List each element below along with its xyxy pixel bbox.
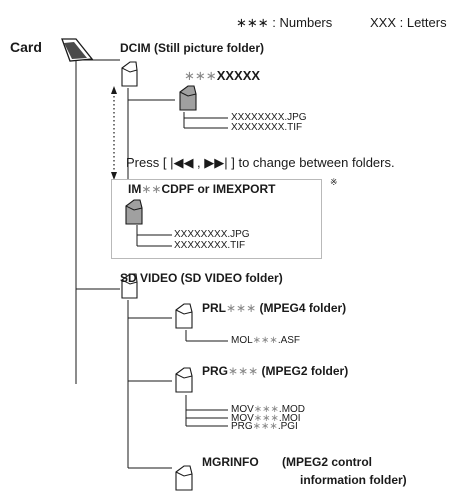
- dcim-file-jpg: XXXXXXXX.JPG: [231, 112, 307, 123]
- sdvideo-label: SD VIDEO (SD VIDEO folder): [120, 271, 283, 285]
- im-folder-label: IM∗∗CDPF or IMEXPORT: [128, 182, 276, 196]
- legend-letters: XXX : Letters: [370, 15, 447, 30]
- subfolder-icon: [179, 85, 197, 111]
- sdvideo-folder-icon: [121, 273, 138, 299]
- dcim-subfolder-label: ∗∗∗XXXXX: [184, 68, 261, 83]
- sd-card-icon: [61, 38, 94, 62]
- prg-folder-label: PRG∗∗∗ (MPEG2 folder): [202, 364, 349, 378]
- im-file-tif: XXXXXXXX.TIF: [174, 240, 246, 251]
- dcim-folder-icon: [121, 61, 138, 87]
- mgrinfo-name: MGRINFO: [202, 455, 259, 469]
- prg-file-moi: MOV∗∗∗.MOI: [231, 413, 301, 424]
- dcim-file-tif: XXXXXXXX.TIF: [231, 122, 303, 133]
- press-note: Press [ |◀◀ , ▶▶| ] to change between fo…: [126, 155, 395, 170]
- mgrinfo-folder-icon: [175, 465, 193, 491]
- im-folder-icon: [125, 199, 143, 225]
- prg-file-pgi: PRG∗∗∗.PGI: [231, 421, 298, 432]
- card-label: Card: [10, 39, 42, 55]
- dcim-label: DCIM (Still picture folder): [120, 41, 264, 55]
- prl-folder-label: PRL∗∗∗ (MPEG4 folder): [202, 301, 347, 315]
- legend-numbers: ∗∗∗ : Numbers: [236, 15, 333, 30]
- prl-file-asf: MOL∗∗∗.ASF: [231, 335, 301, 346]
- mgrinfo-desc-line1: (MPEG2 control: [282, 455, 373, 469]
- prg-folder-icon: [175, 367, 193, 393]
- prl-folder-icon: [175, 303, 193, 329]
- footnote-mark: ※: [330, 177, 338, 187]
- prg-file-mod: MOV∗∗∗.MOD: [231, 404, 306, 415]
- im-folder-box: [111, 179, 322, 259]
- im-file-jpg: XXXXXXXX.JPG: [174, 229, 250, 240]
- mgrinfo-desc-line2: information folder): [300, 473, 407, 487]
